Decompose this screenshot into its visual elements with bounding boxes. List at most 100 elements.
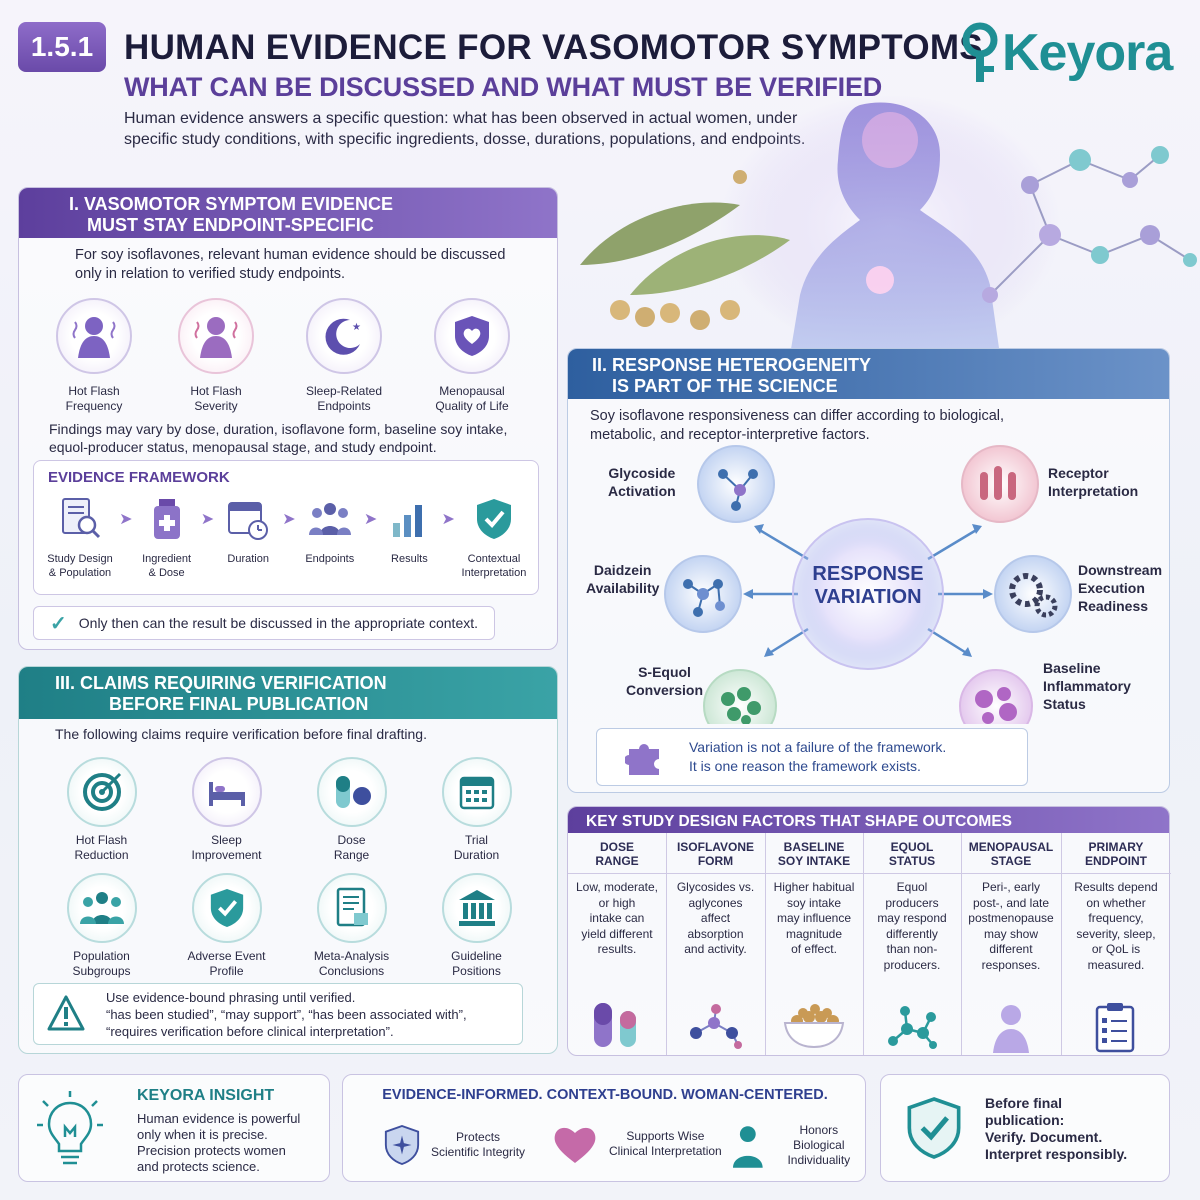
variation-note: Variation is not a failure of the framew…: [596, 728, 1028, 786]
svg-text:★: ★: [352, 322, 361, 333]
findings-text: Findings may vary by dose, duration, iso…: [49, 421, 508, 455]
insight-title: KEYORA INSIGHT: [137, 1087, 275, 1104]
people-icon: [66, 873, 137, 943]
page-intro: Human evidence answers a specific questi…: [124, 110, 806, 148]
bed-icon: [191, 757, 262, 827]
capsule-icon: [594, 1003, 636, 1047]
woman-heat-icon: [178, 298, 254, 374]
calendar-icon: [441, 757, 512, 827]
check-note-text: Only then can the result be discussed in…: [78, 614, 479, 631]
warning-icon: [47, 995, 85, 1031]
section-intro: For soy isoflavones, relevant human evid…: [75, 247, 506, 282]
shield-icon: [384, 1124, 420, 1166]
section-title-line: III. CLAIMS REQUIRING VERIFICATION: [55, 673, 387, 693]
clipboard-icon: [1095, 1003, 1135, 1053]
person-icon: [732, 1125, 763, 1168]
section-title-line: I. VASOMOTOR SYMPTOM EVIDENCE: [69, 194, 394, 214]
document-search-icon: [62, 498, 101, 539]
arrow-icon: ➤: [441, 511, 455, 528]
hero-illustration: [580, 95, 1197, 355]
keyora-logo: Keyora: [958, 22, 1173, 84]
molecule-icon: [690, 1004, 742, 1049]
moon-icon: ★: [306, 298, 382, 374]
section-title-line: IS PART OF THE SCIENCE: [612, 376, 838, 396]
framework-step: Ingredient& Dose: [134, 497, 200, 580]
puzzle-icon: [625, 744, 659, 775]
logo-text: Keyora: [1002, 24, 1173, 82]
section-endpoint-specific: I. VASOMOTOR SYMPTOM EVIDENCE MUST STAY …: [18, 187, 558, 650]
lightbulb-icon: [37, 1091, 103, 1165]
framework-step: Duration: [215, 497, 281, 566]
section-title-line: BEFORE FINAL PUBLICATION: [109, 694, 369, 714]
calendar-icon: [228, 502, 269, 540]
shield-check-icon: [907, 1097, 961, 1159]
warning-text: Use evidence-bound phrasing until verifi…: [106, 990, 467, 1039]
arrow-icon: ➤: [282, 511, 296, 528]
institution-icon: [441, 873, 512, 943]
section-header: I. VASOMOTOR SYMPTOM EVIDENCE MUST STAY …: [19, 188, 557, 238]
section-badge: 1.5.1: [18, 22, 106, 72]
people-icon: [308, 503, 351, 535]
soybean-bowl-icon: [783, 1004, 845, 1049]
variation-note-text: Variation is not a failure of the framew…: [689, 739, 947, 774]
shield-check-icon: [191, 873, 262, 943]
section-header: II. RESPONSE HETEROGENEITY IS PART OF TH…: [568, 349, 1169, 399]
response-variation-label: RESPONSE VARIATION: [812, 563, 924, 608]
framework-step: Endpoints: [297, 497, 363, 566]
verification-warning: Use evidence-bound phrasing until verifi…: [33, 983, 523, 1045]
bottle-icon: [153, 499, 180, 539]
page-title: HUMAN EVIDENCE FOR VASOMOTOR SYMPTOMS: [124, 28, 983, 67]
framework-step: Study Design& Population: [42, 497, 118, 580]
heart-icon: [554, 1127, 596, 1163]
arrow-icon: ➤: [363, 511, 378, 528]
section-claims-verification: III. CLAIMS REQUIRING VERIFICATION BEFOR…: [18, 666, 558, 1054]
woman-heat-icon: [56, 298, 132, 374]
heart-shield-icon: [434, 298, 510, 374]
arrow-icon: ➤: [200, 511, 215, 528]
key-icon: [962, 22, 998, 82]
target-icon: [66, 757, 137, 827]
study-design-table: KEY STUDY DESIGN FACTORS THAT SHAPE OUTC…: [567, 806, 1171, 1056]
section-title-line: MUST STAY ENDPOINT-SPECIFIC: [87, 215, 374, 235]
arrow-icon: ➤: [119, 511, 133, 528]
variation-diagram: [664, 445, 1072, 724]
framework-step: Results: [378, 497, 440, 566]
woman-profile-icon: [993, 1005, 1029, 1053]
report-icon: [316, 873, 387, 943]
evidence-framework: EVIDENCE FRAMEWORK Study Design& Populat…: [33, 460, 539, 595]
section-title-line: II. RESPONSE HETEROGENEITY: [592, 355, 872, 375]
table-title: KEY STUDY DESIGN FACTORS THAT SHAPE OUTC…: [568, 807, 1169, 833]
